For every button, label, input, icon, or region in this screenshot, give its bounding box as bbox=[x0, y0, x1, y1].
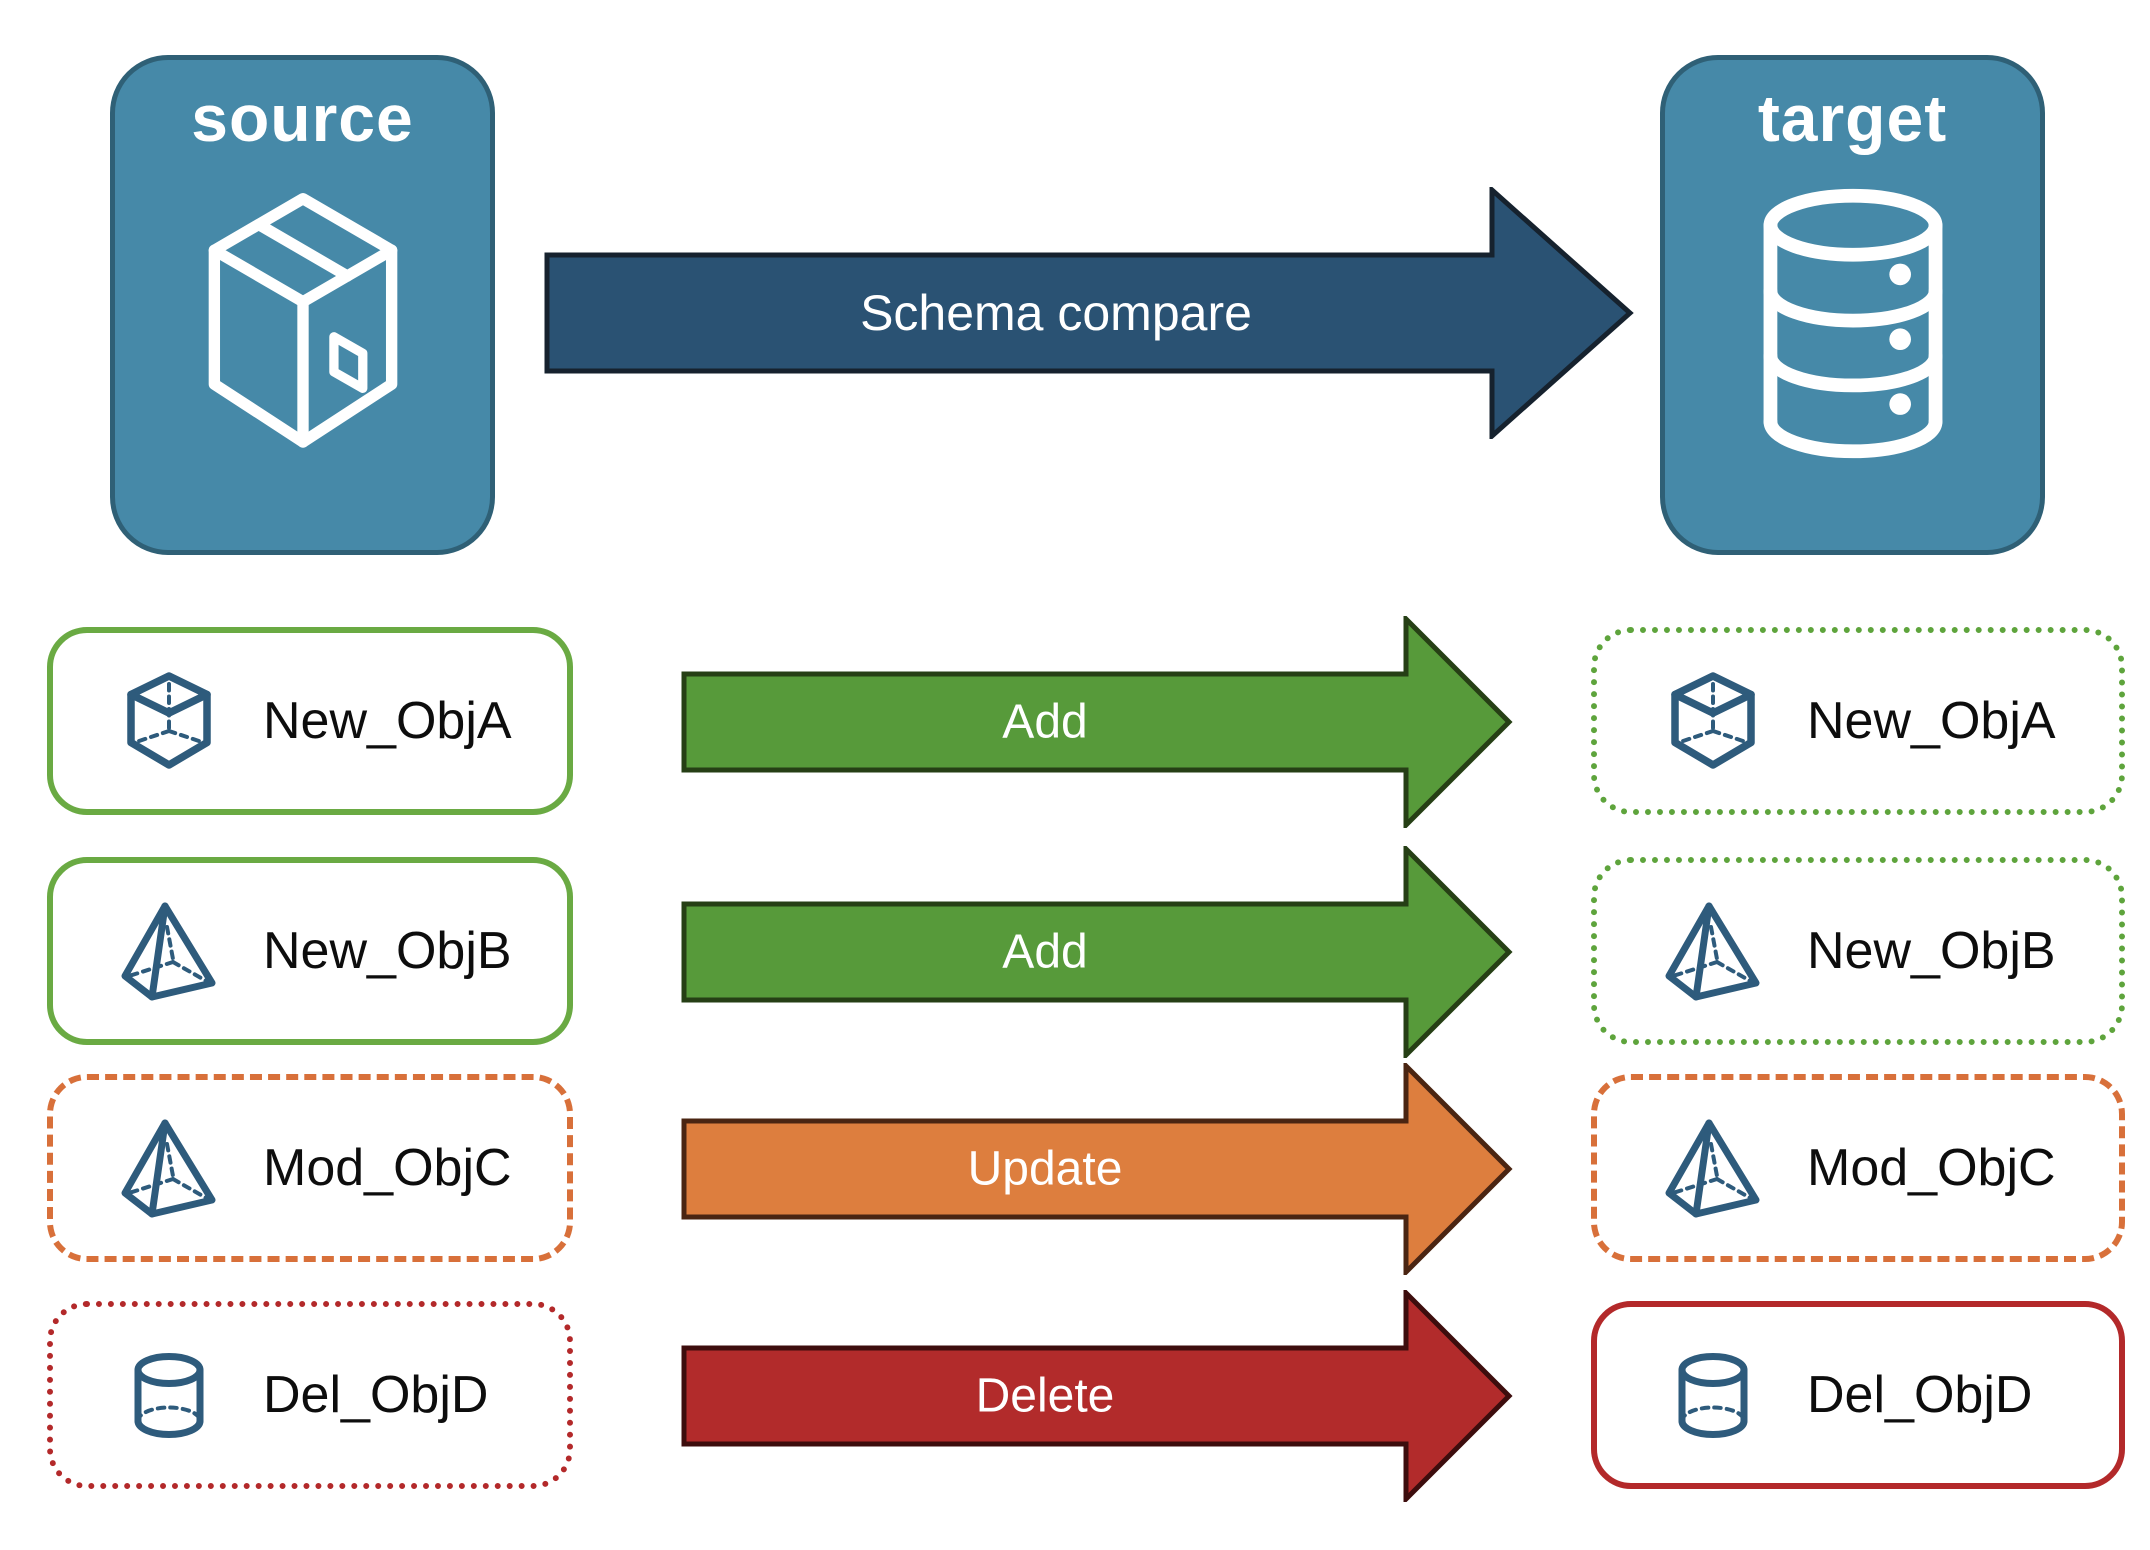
cube-icon bbox=[119, 671, 219, 771]
source-card-title: source bbox=[191, 81, 414, 155]
action-arrow-label: Add bbox=[1002, 696, 1087, 749]
target-object-box: Mod_ObjC bbox=[1591, 1074, 2125, 1262]
cube-icon bbox=[1663, 671, 1763, 771]
action-arrow-label: Update bbox=[968, 1143, 1123, 1196]
arrow-shape bbox=[681, 1063, 1513, 1275]
target-object-box: New_ObjA bbox=[1591, 627, 2125, 815]
target-object-box: Del_ObjD bbox=[1591, 1301, 2125, 1489]
cylinder-icon bbox=[119, 1345, 219, 1445]
action-arrow: Delete bbox=[681, 1290, 1513, 1502]
target-object-label: New_ObjA bbox=[1807, 692, 2056, 750]
pyramid-icon bbox=[119, 901, 219, 1001]
schema-compare-arrow: Schema compare bbox=[544, 187, 1634, 439]
source-object-box: Mod_ObjC bbox=[47, 1074, 573, 1262]
action-arrow: Add bbox=[681, 846, 1513, 1058]
source-object-box: New_ObjA bbox=[47, 627, 573, 815]
target-object-box: New_ObjB bbox=[1591, 857, 2125, 1045]
target-object-label: Mod_ObjC bbox=[1807, 1139, 2056, 1197]
target-card: target bbox=[1660, 55, 2045, 555]
target-card-title: target bbox=[1757, 81, 1948, 155]
action-arrow: Update bbox=[681, 1063, 1513, 1275]
source-card: source bbox=[110, 55, 495, 555]
target-object-label: Del_ObjD bbox=[1807, 1366, 2033, 1424]
cylinder-icon bbox=[1663, 1345, 1763, 1445]
pyramid-icon bbox=[119, 1118, 219, 1218]
action-arrow-label: Add bbox=[1002, 926, 1087, 979]
arrow-shape bbox=[681, 1290, 1513, 1502]
package-box-icon bbox=[169, 182, 437, 471]
pyramid-icon bbox=[1663, 901, 1763, 1001]
target-object-label: New_ObjB bbox=[1807, 922, 2056, 980]
arrow-shape bbox=[544, 187, 1634, 439]
action-arrow: Add bbox=[681, 616, 1513, 828]
source-object-box: Del_ObjD bbox=[47, 1301, 573, 1489]
action-arrow-label: Delete bbox=[976, 1370, 1115, 1423]
arrow-shape bbox=[681, 846, 1513, 1058]
source-object-label: New_ObjB bbox=[263, 922, 512, 980]
source-object-label: New_ObjA bbox=[263, 692, 512, 750]
source-object-label: Del_ObjD bbox=[263, 1366, 489, 1424]
source-object-label: Mod_ObjC bbox=[263, 1139, 512, 1197]
arrow-shape bbox=[681, 616, 1513, 828]
pyramid-icon bbox=[1663, 1118, 1763, 1218]
source-object-box: New_ObjB bbox=[47, 857, 573, 1045]
database-icon bbox=[1735, 182, 1971, 467]
schema-compare-label: Schema compare bbox=[860, 285, 1252, 341]
